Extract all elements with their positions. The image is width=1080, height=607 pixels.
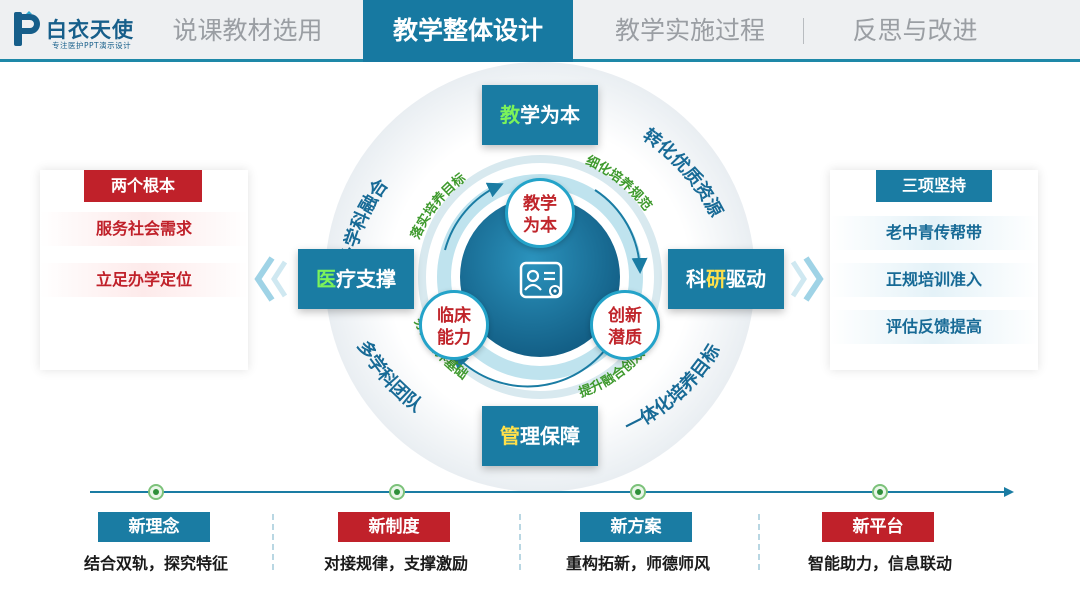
left-panel-item: 服务社会需求 (40, 212, 248, 246)
chevron-left-icon (271, 260, 288, 298)
right-panel: 三项坚持 老中青传帮带 正规培训准入 评估反馈提高 (830, 170, 1038, 370)
timeline-dot (148, 484, 164, 500)
bubble-clinical: 临床 能力 (419, 290, 489, 360)
box-highlight: 教 (500, 103, 520, 127)
tab-reflection[interactable]: 反思与改进 (852, 16, 978, 45)
core-circle (460, 197, 620, 357)
bubble-line: 潜质 (608, 328, 642, 348)
left-panel-title: 两个根本 (84, 170, 202, 202)
brand-tagline: 专注医护PPT演示设计 (52, 41, 132, 50)
bubble-line: 临床 (437, 306, 471, 326)
box-highlight: 研 (706, 267, 726, 291)
cycle-arrow-icon (444, 182, 504, 251)
right-panel-item: 老中青传帮带 (830, 216, 1038, 250)
bottom-text: 重构拓新，师德师风 (565, 554, 710, 573)
logo-p-icon (14, 11, 40, 46)
chevron-left-icon (254, 256, 275, 302)
cycle-arrow-icon (452, 349, 606, 388)
bottom-text: 智能助力，信息联动 (807, 554, 952, 573)
timeline-dot (872, 484, 888, 500)
brand-name: 白衣天使 (46, 18, 134, 42)
box-highlight: 管 (500, 424, 520, 448)
box-label: 疗支撑 (336, 267, 396, 291)
box-label: 驱动 (726, 267, 766, 291)
divider (272, 514, 274, 570)
box-medical-support: 医疗支撑 (298, 249, 414, 309)
chevron-right-icon (803, 256, 824, 302)
right-panel-item: 评估反馈提高 (830, 310, 1038, 344)
bottom-text: 结合双轨，探究特征 (83, 554, 228, 573)
bottom-tag-new-system: 新制度 (338, 512, 450, 542)
tab-divider (803, 18, 804, 44)
brand-logo[interactable]: 白衣天使 专注医护PPT演示设计 (12, 10, 152, 54)
tab-overall-design[interactable]: 教学整体设计 (363, 0, 573, 62)
right-panel-title: 三项坚持 (876, 170, 992, 202)
box-label: 理保障 (520, 424, 580, 448)
box-highlight: 医 (316, 267, 336, 291)
cycle-arrow-icon (594, 189, 648, 274)
bubble-innovation: 创新 潜质 (590, 290, 660, 360)
divider (519, 514, 521, 570)
right-panel-item: 正规培训准入 (830, 263, 1038, 297)
box-label: 科 (686, 267, 706, 291)
divider (758, 514, 760, 570)
left-panel: 两个根本 服务社会需求 立足办学定位 (40, 170, 248, 370)
bubble-line: 教学 (523, 194, 557, 214)
chevron-right-icon (790, 260, 807, 298)
tab-implementation[interactable]: 教学实施过程 (614, 16, 765, 45)
middle-ring (418, 155, 662, 399)
bubble-line: 为本 (523, 216, 557, 236)
header-bar: 白衣天使 专注医护PPT演示设计 说课教材选用 教学整体设计 教学实施过程 反思… (0, 0, 1080, 62)
box-label: 学为本 (520, 103, 580, 127)
timeline-dot (389, 484, 405, 500)
bubble-teaching: 教学 为本 (505, 178, 575, 248)
id-card-gear-icon (519, 261, 563, 299)
bottom-tag-new-concept: 新理念 (98, 512, 210, 542)
timeline-arrow-icon (1004, 487, 1014, 497)
timeline-dot (630, 484, 646, 500)
bottom-tag-new-platform: 新平台 (822, 512, 934, 542)
bottom-text: 对接规律，支撑激励 (323, 554, 468, 573)
box-teaching-foundation: 教学为本 (482, 85, 598, 145)
bubble-line: 创新 (608, 306, 642, 326)
bubble-line: 能力 (437, 328, 471, 348)
box-research-drive: 科研驱动 (668, 249, 784, 309)
bottom-tag-new-plan: 新方案 (580, 512, 692, 542)
tab-textbook[interactable]: 说课教材选用 (172, 16, 323, 45)
box-management-guarantee: 管理保障 (482, 406, 598, 466)
left-panel-item: 立足办学定位 (40, 263, 248, 297)
